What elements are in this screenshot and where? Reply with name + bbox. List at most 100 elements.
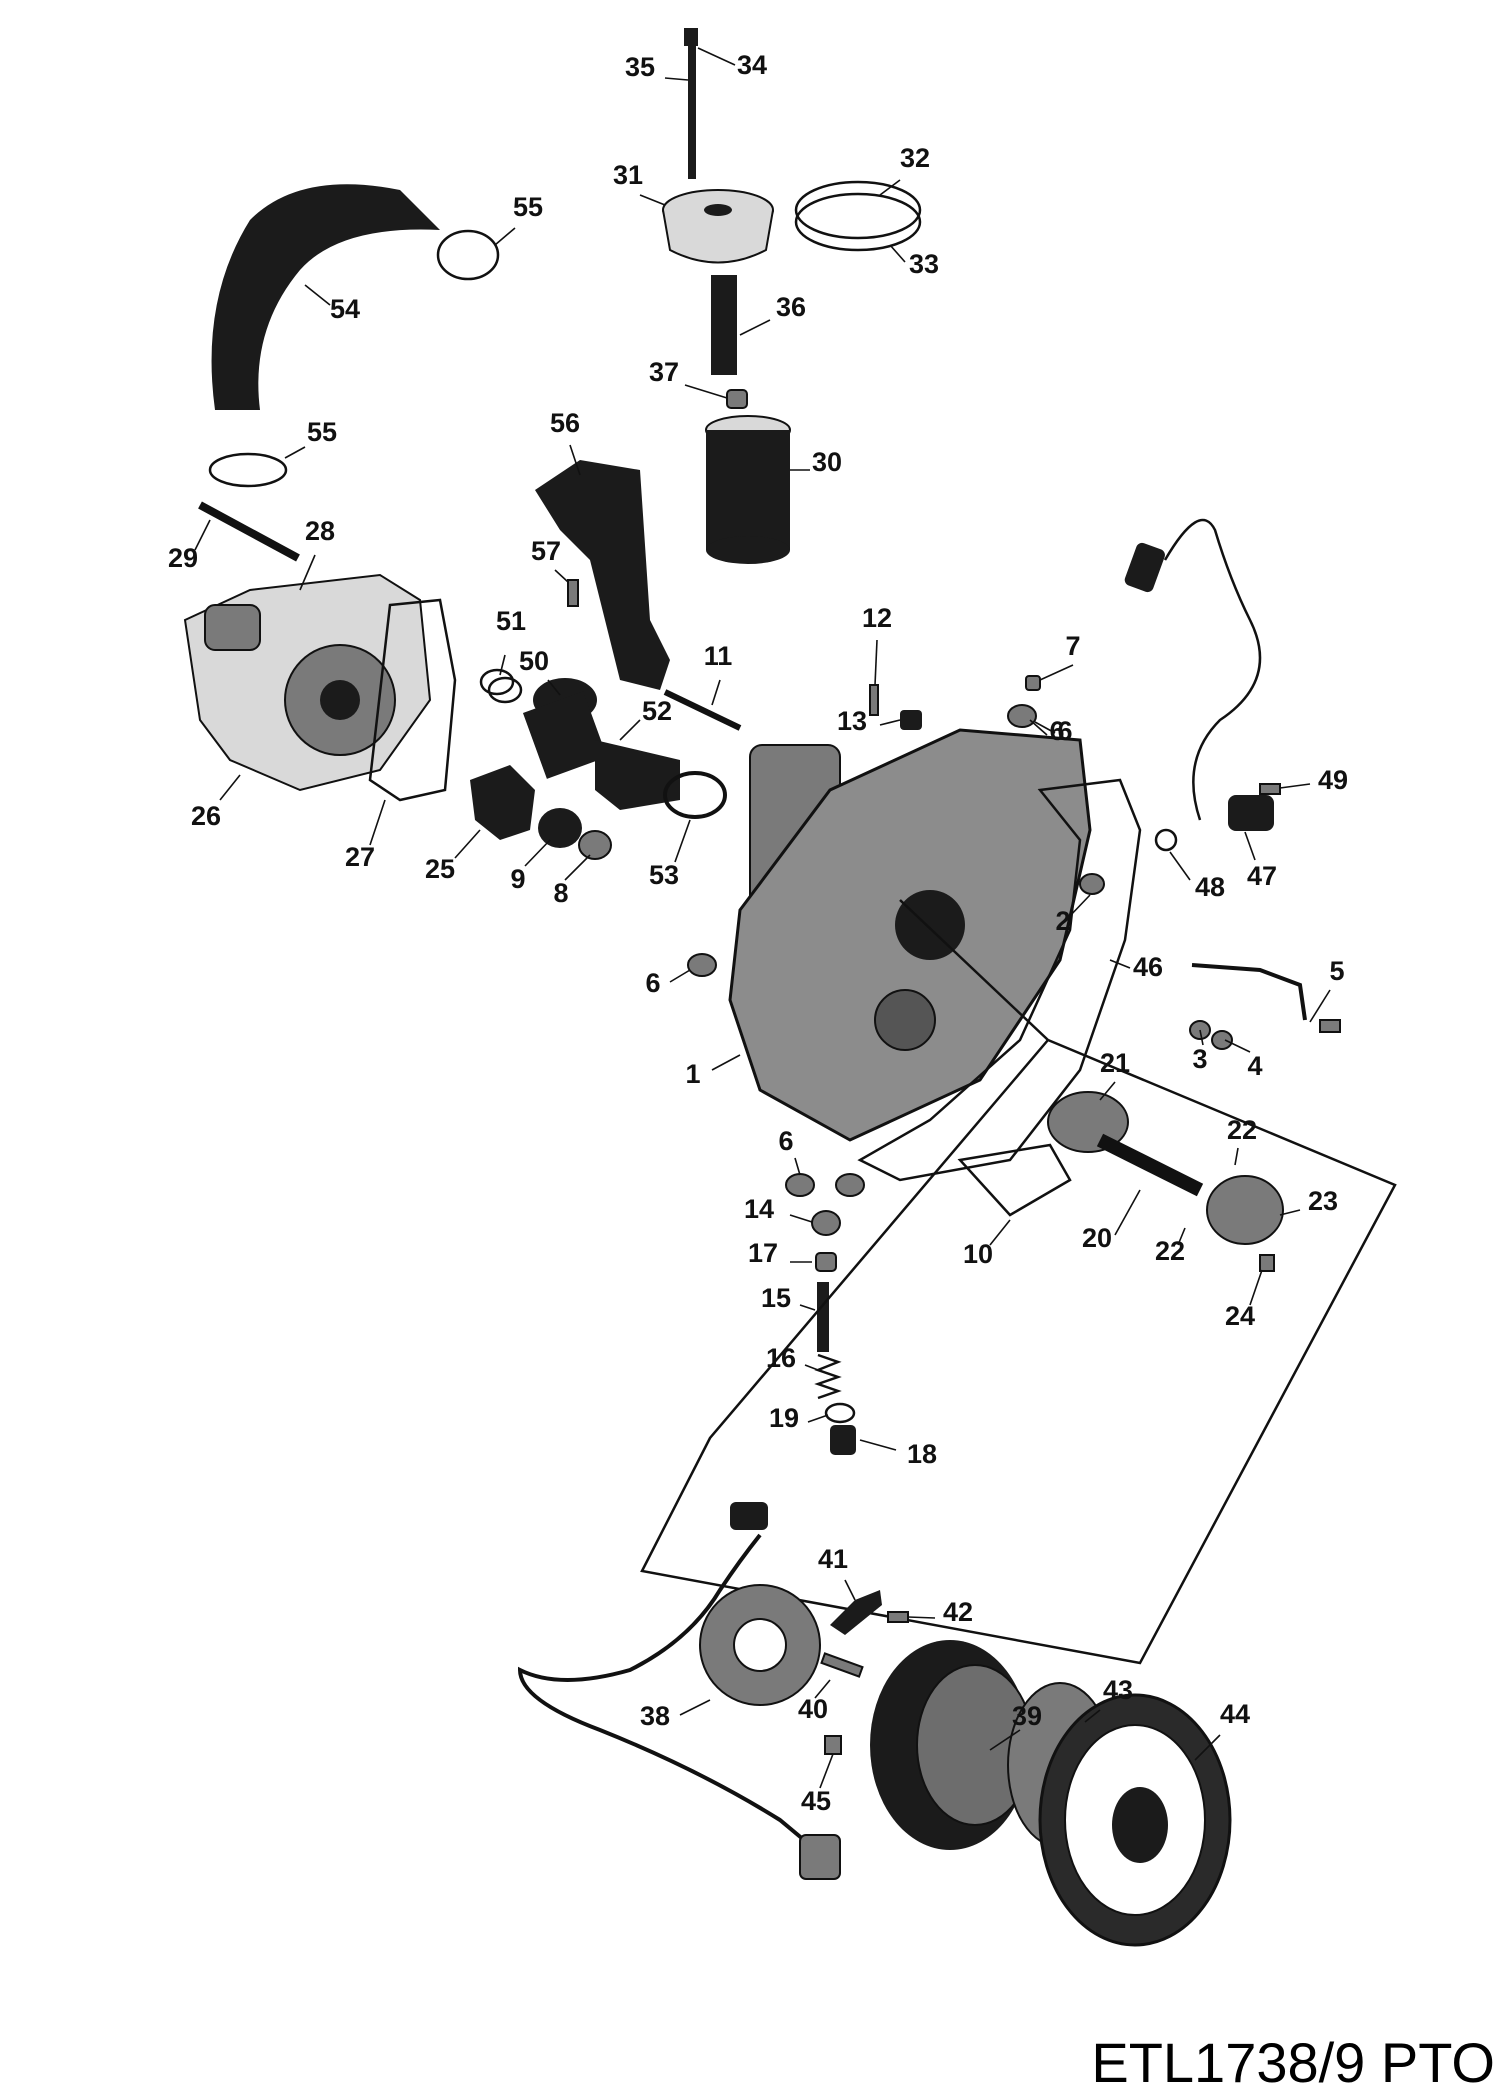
leader-line-28 [299, 554, 316, 591]
connector-part [799, 1834, 841, 1880]
callout-28: 28 [305, 516, 335, 546]
pump-gasket-part [957, 1143, 1072, 1217]
bolt-part [198, 501, 300, 562]
callout-55: 55 [307, 417, 337, 447]
leader-line-43 [1084, 1709, 1101, 1723]
leader-line-56 [569, 444, 581, 476]
hose-clamp-part [436, 229, 500, 281]
assembly-frame-line [640, 1038, 1397, 1665]
dowel-part [835, 1173, 865, 1197]
leader-line-40 [814, 1679, 831, 1699]
callout-13: 13 [837, 706, 867, 736]
oil-pipe-part [1191, 963, 1307, 1021]
leader-lines [194, 47, 1331, 1789]
callout-54: 54 [330, 294, 360, 324]
callout-14: 14 [744, 1194, 774, 1224]
callout-41: 41 [818, 1544, 848, 1574]
leader-line-6 [669, 969, 691, 983]
leader-line-41 [844, 1579, 856, 1601]
leader-line-48 [1169, 851, 1191, 881]
leader-line-42 [907, 1616, 936, 1619]
leader-line-4 [1224, 1039, 1251, 1053]
leader-line-47 [1244, 831, 1256, 861]
bolt-part [824, 1735, 842, 1755]
sensor-clip-part [900, 710, 922, 730]
leader-line-15 [799, 1304, 816, 1311]
bracket-part [535, 460, 670, 690]
leader-line-9 [524, 839, 551, 867]
nut-part [726, 389, 748, 409]
leader-line-51 [499, 654, 506, 676]
leader-line-12 [874, 639, 878, 686]
callout-12: 12 [862, 603, 892, 633]
callout-29: 29 [168, 543, 198, 573]
callout-31: 31 [613, 160, 643, 190]
leader-line-25 [454, 829, 481, 859]
o-ring-small-part [487, 676, 523, 704]
leader-line-57 [554, 569, 569, 583]
water-pump-housing-part [183, 573, 432, 792]
banjo-screw-part [1319, 1019, 1341, 1033]
sensor-harness-part [1124, 518, 1274, 831]
callout-7: 7 [1065, 631, 1080, 661]
plug-part [1025, 675, 1041, 691]
leader-line-29 [194, 519, 211, 551]
relief-valve-stack-part [811, 1210, 856, 1455]
callout-6: 6 [645, 968, 660, 998]
leader-line-6 [1029, 719, 1048, 736]
seal-part [538, 808, 582, 848]
hose-clamp-part [208, 452, 288, 488]
long-bolt-part [684, 28, 698, 179]
callout-46: 46 [1133, 952, 1163, 982]
leader-line-37 [684, 384, 728, 399]
washer-part [1211, 1030, 1233, 1050]
callout-49: 49 [1318, 765, 1348, 795]
cover-gasket-part [857, 778, 1142, 1182]
gasket-part [368, 598, 457, 802]
leader-line-34 [697, 47, 736, 66]
callout-52: 52 [642, 696, 672, 726]
callout-23: 23 [1308, 1186, 1338, 1216]
callout-56: 56 [550, 408, 580, 438]
leader-line-26 [219, 774, 241, 801]
callout-51: 51 [496, 606, 526, 636]
callout-53: 53 [649, 860, 679, 890]
small-bolt-part [567, 579, 579, 607]
leader-line-19 [807, 1414, 829, 1423]
callout-5: 5 [1329, 956, 1344, 986]
callout-55: 55 [513, 192, 543, 222]
callout-37: 37 [649, 357, 679, 387]
callout-34: 34 [737, 50, 767, 80]
callout-22: 22 [1227, 1115, 1257, 1145]
leader-line-35 [664, 77, 689, 81]
screw-part [869, 684, 879, 716]
callout-48: 48 [1195, 872, 1225, 902]
callout-36: 36 [776, 292, 806, 322]
leader-line-6 [1034, 721, 1056, 734]
leader-line-55 [494, 227, 516, 246]
stator-part [699, 1584, 821, 1706]
callout-26: 26 [191, 801, 221, 831]
dowel-part [1079, 873, 1105, 895]
callout-1: 1 [685, 1059, 700, 1089]
leader-line-20 [1114, 1189, 1141, 1236]
leader-line-10 [989, 1219, 1011, 1246]
part-shapes [183, 28, 1397, 1947]
leader-line-50 [547, 679, 561, 696]
callout-20: 20 [1082, 1223, 1112, 1253]
pump-shaft-part [1096, 1133, 1204, 1197]
magneto-rotor-part [870, 1640, 1034, 1850]
leader-line-22 [1177, 1227, 1186, 1246]
callout-2: 2 [1055, 906, 1070, 936]
o-ring-small-part [479, 668, 515, 696]
callout-21: 21 [1100, 1048, 1130, 1078]
callout-35: 35 [625, 52, 655, 82]
leader-line-53 [674, 819, 691, 863]
callout-32: 32 [900, 143, 930, 173]
leader-line-44 [1194, 1734, 1221, 1761]
impeller-part [470, 765, 535, 840]
screw-part [1259, 783, 1281, 795]
pump-cover-part [1206, 1175, 1284, 1245]
leader-line-21 [1099, 1081, 1116, 1101]
leader-line-1 [711, 1054, 741, 1071]
